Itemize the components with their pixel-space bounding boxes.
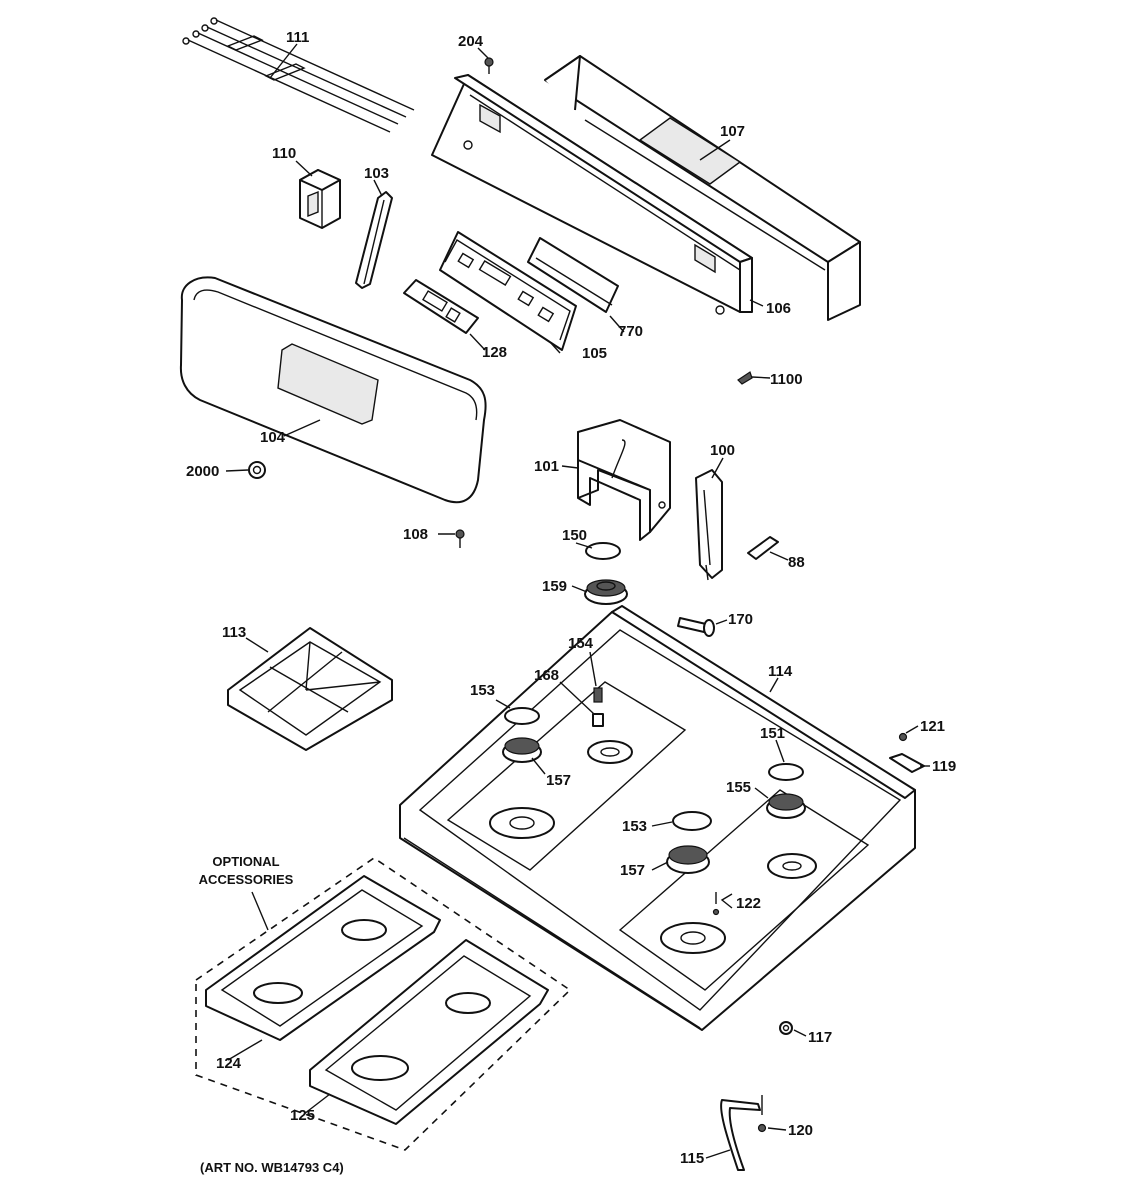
backsplash-panel-106 <box>431 74 753 315</box>
burner-head-155 <box>766 793 806 819</box>
part-label-122: 122 <box>736 895 761 912</box>
screw-108 <box>455 529 465 548</box>
part-label-110: 110 <box>272 145 296 162</box>
part-label-155: 155 <box>726 779 751 796</box>
nut-2000 <box>248 461 266 479</box>
part-label-113: 113 <box>222 624 246 641</box>
part-label-119: 119 <box>932 758 956 775</box>
burner-wells <box>489 740 817 954</box>
part-label-159: 159 <box>542 578 567 595</box>
art-number: (ART NO. WB14793 C4) <box>200 1160 344 1175</box>
optional-accessories-label-line2: ACCESSORIES <box>199 872 294 887</box>
part-label-117: 117 <box>808 1029 832 1046</box>
part-label-108: 108 <box>403 526 428 543</box>
control-board-105 <box>439 231 577 351</box>
burner-cap-153-right <box>672 811 712 831</box>
part-label-157-left: 157 <box>546 772 571 789</box>
connector-88 <box>747 536 779 560</box>
part-label-170: 170 <box>728 611 753 628</box>
part-label-121: 121 <box>920 718 945 735</box>
part-label-128: 128 <box>482 344 507 361</box>
part-label-115: 115 <box>680 1150 704 1167</box>
part-label-168: 168 <box>534 667 559 684</box>
screw-170 <box>677 617 715 637</box>
part-label-153-left: 153 <box>470 682 495 699</box>
bracket-101 <box>577 419 671 541</box>
switch-110 <box>299 169 341 229</box>
part-label-100: 100 <box>710 442 735 459</box>
part-labels: 111 204 107 110 103 106 770 128 105 1100… <box>186 29 956 1175</box>
wire-harness-111 <box>182 17 415 133</box>
burner-head-157-right <box>666 845 710 874</box>
part-label-106: 106 <box>766 300 791 317</box>
part-label-157-right: 157 <box>620 862 645 879</box>
wire-115 <box>720 1099 761 1171</box>
leader-lines <box>225 43 930 1159</box>
part-label-770: 770 <box>618 323 643 340</box>
screw-121 <box>898 732 908 742</box>
control-panel-104 <box>179 276 487 504</box>
burner-cap-151 <box>768 763 804 781</box>
part-label-101: 101 <box>534 458 559 475</box>
part-label-104: 104 <box>260 429 286 446</box>
burner-head-159 <box>584 579 628 605</box>
part-label-1100: 1100 <box>770 371 803 388</box>
screw-204 <box>484 57 494 74</box>
part-label-88: 88 <box>788 554 805 571</box>
part-label-125: 125 <box>290 1107 315 1124</box>
side-bracket-100 <box>695 469 723 581</box>
burner-cap-150 <box>585 542 621 560</box>
part-label-103: 103 <box>364 165 389 182</box>
spring-122 <box>712 892 720 916</box>
part-label-204: 204 <box>458 33 484 50</box>
nut-117 <box>779 1021 793 1035</box>
screw-120 <box>757 1095 767 1133</box>
display-overlay-128 <box>403 279 479 334</box>
optional-accessories-label-line1: OPTIONAL <box>212 854 279 869</box>
burner-cap-153-left <box>504 707 540 725</box>
part-label-107: 107 <box>720 123 745 140</box>
burner-head-157-left <box>502 737 542 763</box>
board-cover-770 <box>527 237 619 313</box>
part-label-151: 151 <box>760 725 785 742</box>
part-label-154: 154 <box>568 635 594 652</box>
part-label-120: 120 <box>788 1122 813 1139</box>
bracket-103 <box>355 191 393 289</box>
part-label-105: 105 <box>582 345 607 362</box>
drip-pan-125 <box>309 939 549 1125</box>
part-label-150: 150 <box>562 527 587 544</box>
part-label-111: 111 <box>286 29 309 46</box>
drip-pan-124 <box>205 875 441 1041</box>
part-label-114: 114 <box>768 663 793 680</box>
clip-1100 <box>737 371 753 385</box>
grate-113 <box>227 627 393 751</box>
part-label-153-right: 153 <box>622 818 647 835</box>
orifice-154 <box>593 687 603 703</box>
orifice-holder-168 <box>592 713 604 727</box>
bracket-119 <box>889 753 925 773</box>
part-label-2000: 2000 <box>186 463 219 480</box>
part-label-124: 124 <box>216 1055 242 1072</box>
